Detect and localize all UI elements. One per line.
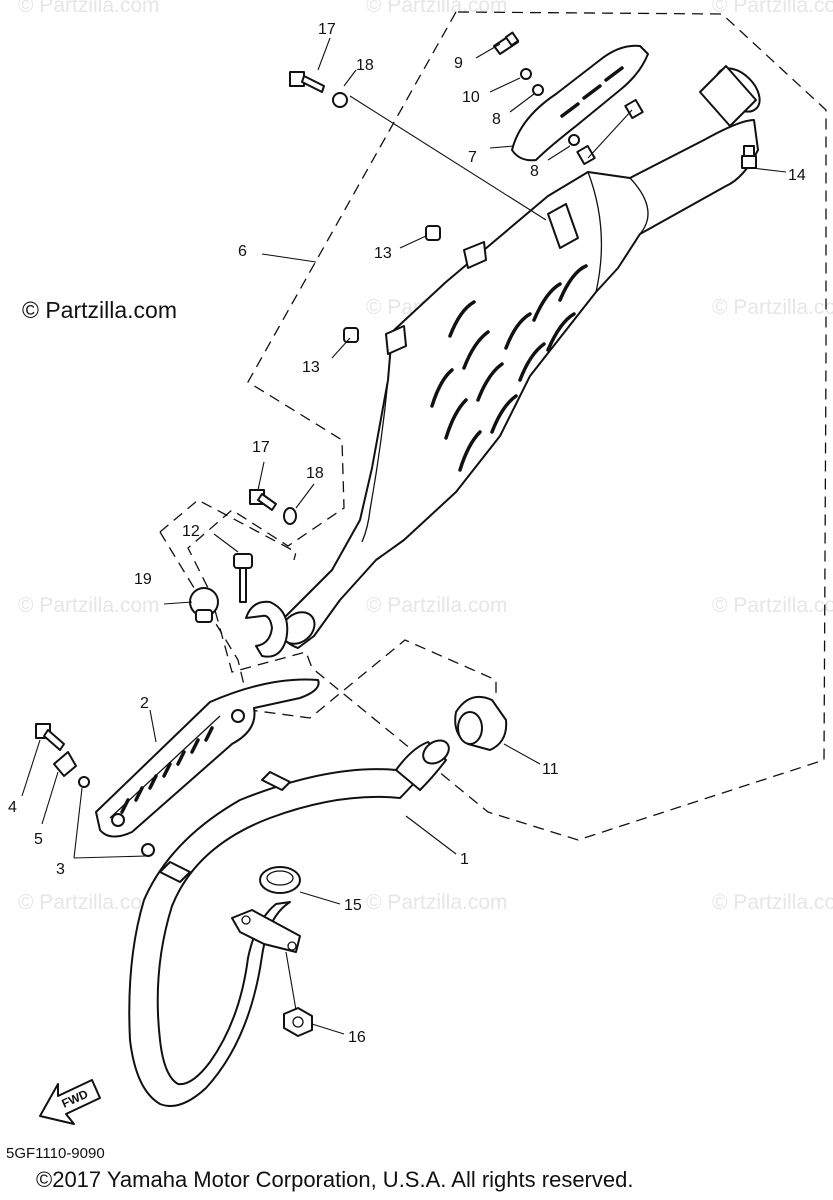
bolt-17-top bbox=[289, 71, 325, 93]
collar-8-upper bbox=[532, 84, 544, 96]
callout-17-middle: 17 bbox=[252, 439, 270, 456]
watermark: © Partzilla.com bbox=[18, 594, 160, 617]
fwd-arrow-icon: FWD bbox=[39, 1079, 101, 1125]
watermark: © Partzilla.com bbox=[18, 891, 160, 914]
callout-10: 10 bbox=[462, 89, 480, 106]
damper-8-lower bbox=[576, 144, 596, 166]
watermark: © Partzilla.com bbox=[18, 0, 160, 17]
callout-13-lower: 13 bbox=[302, 359, 320, 376]
callout-3: 3 bbox=[56, 861, 65, 878]
callout-5: 5 bbox=[34, 831, 43, 848]
damper-13-lower bbox=[343, 327, 359, 343]
protector-7 bbox=[511, 44, 649, 162]
damper-13-upper bbox=[425, 225, 441, 241]
clamp-12 bbox=[245, 600, 289, 658]
watermark: © Partzilla.com bbox=[712, 594, 833, 617]
watermark: © Partzilla.com bbox=[712, 296, 833, 319]
callout-14: 14 bbox=[788, 167, 806, 184]
callout-6: 6 bbox=[238, 243, 247, 260]
watermark: © Partzilla.com bbox=[366, 594, 508, 617]
watermark: © Partzilla.com bbox=[366, 0, 508, 17]
callout-8-upper: 8 bbox=[492, 111, 501, 128]
plate-5 bbox=[53, 751, 77, 777]
callout-18-middle: 18 bbox=[306, 465, 324, 482]
leader-lines bbox=[21, 37, 787, 1035]
washer-18-top bbox=[332, 92, 348, 108]
bolt-4 bbox=[35, 723, 65, 751]
callout-7: 7 bbox=[468, 149, 477, 166]
watermark: © Partzilla.com bbox=[712, 891, 833, 914]
grommet-19 bbox=[189, 587, 219, 623]
callout-12: 12 bbox=[182, 523, 200, 540]
callout-9: 9 bbox=[454, 55, 463, 72]
callout-13-upper: 13 bbox=[374, 245, 392, 262]
callout-1: 1 bbox=[460, 851, 469, 868]
washer-3-upper bbox=[78, 776, 90, 788]
callout-4: 4 bbox=[8, 799, 17, 816]
exhaust-pipe-1 bbox=[128, 739, 450, 1107]
callout-8-lower: 8 bbox=[530, 163, 539, 180]
bolt-14 bbox=[741, 145, 757, 169]
callout-16: 16 bbox=[348, 1029, 366, 1046]
clamp-group-outline bbox=[159, 499, 497, 719]
callout-19: 19 bbox=[134, 571, 152, 588]
callout-15: 15 bbox=[344, 897, 362, 914]
washer-10 bbox=[520, 68, 532, 80]
washer-3-lower bbox=[141, 843, 155, 857]
gasket-11 bbox=[454, 696, 508, 751]
muffler-6 bbox=[279, 65, 761, 649]
callout-17-top: 17 bbox=[318, 21, 336, 38]
callout-18-top: 18 bbox=[356, 57, 374, 74]
brand-watermark: © Partzilla.com bbox=[22, 297, 177, 323]
copyright-notice: ©2017 Yamaha Motor Corporation, U.S.A. A… bbox=[36, 1167, 634, 1192]
callout-2: 2 bbox=[140, 695, 149, 712]
protector-7-slots bbox=[560, 66, 624, 118]
bolt-12 bbox=[233, 553, 253, 603]
bolt-9 bbox=[493, 31, 520, 55]
bolt-17-middle bbox=[249, 489, 277, 511]
nut-16 bbox=[283, 1007, 313, 1037]
watermark: © Partzilla.com bbox=[712, 0, 833, 17]
heat-protector-2 bbox=[95, 678, 320, 838]
washer-18-middle bbox=[283, 507, 297, 525]
collar-8-lower bbox=[568, 134, 580, 146]
damper-8-upper bbox=[624, 98, 644, 120]
diagram-code: 5GF1110-9090 bbox=[6, 1145, 105, 1162]
callout-11: 11 bbox=[542, 761, 559, 778]
gasket-15 bbox=[259, 866, 301, 894]
watermark: © Partzilla.com bbox=[366, 891, 508, 914]
